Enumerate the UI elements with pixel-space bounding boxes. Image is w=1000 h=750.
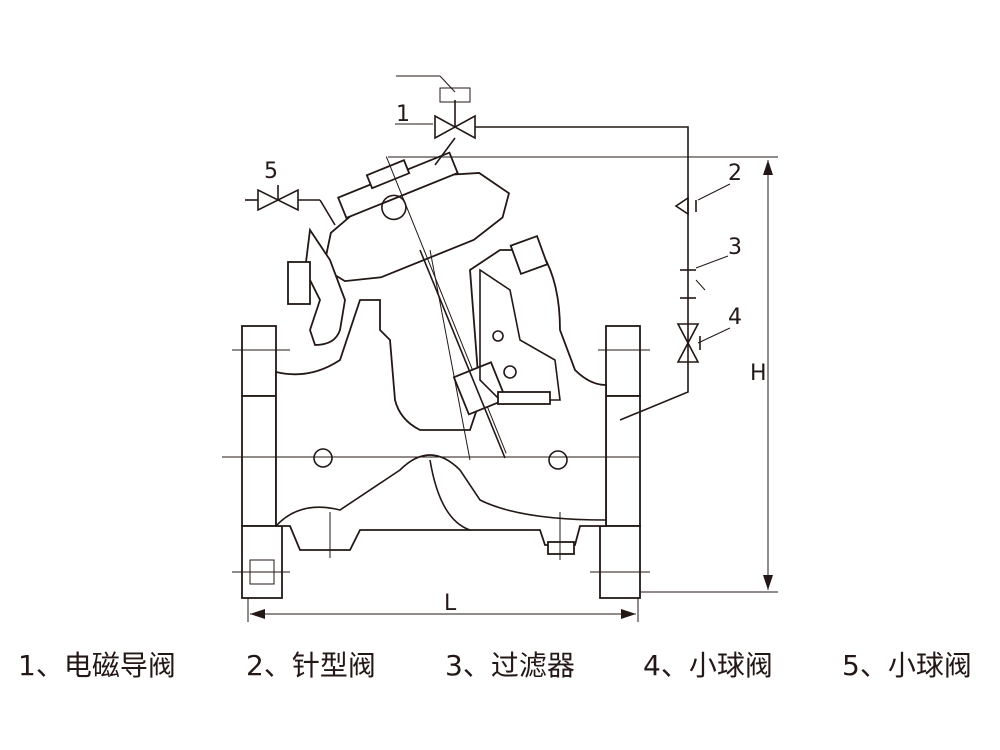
length-dimension [247,598,639,622]
drain-plug [547,541,575,555]
needle-valve-icon [674,183,731,216]
legend-label: 小球阀 [887,649,972,682]
ball-valve-5-icon [245,185,336,226]
port-left [313,448,333,468]
callout-4: 4 [728,305,742,330]
legend-item-3: 3、过滤器 [445,644,575,684]
pilot-line [475,126,689,421]
callout-3: 3 [728,235,742,260]
legend-label: 电磁导阀 [63,649,176,682]
dimension-h: H [750,361,767,386]
pilot-tube-left [304,227,346,346]
legend-label: 过滤器 [490,649,575,682]
legend-item-2: 2、针型阀 [246,644,376,684]
legend-label: 小球阀 [688,649,773,682]
legend-number: 5、 [842,649,888,682]
legend-item-4: 4、小球阀 [643,644,773,684]
legend-number: 3、 [445,649,491,682]
legend-item-1: 1、电磁导阀 [18,644,176,684]
filter-icon [680,255,729,299]
ball-valve-icon [676,323,731,363]
legend-item-5: 5、小球阀 [842,644,972,684]
spring-seat [497,391,551,405]
callout-1: 1 [396,102,410,127]
callout-5: 5 [264,159,278,184]
dimension-l: L [444,591,457,616]
legend-number: 1、 [18,649,64,682]
valve-diagram: 1 2 3 4 5 H L [222,75,778,622]
solenoid-valve-icon [395,75,476,166]
stem-center [429,249,471,461]
legend-number: 4、 [643,649,689,682]
left-flange [241,325,283,599]
legend-label: 针型阀 [291,649,376,682]
callout-2: 2 [728,161,742,186]
legend-number: 2、 [246,649,292,682]
diaphragm-housing [322,151,511,454]
inner-chamber [479,268,561,401]
disc-guide [429,459,471,531]
height-dimension [640,160,778,593]
fitting [287,261,311,305]
port-right [548,450,568,470]
stem [419,249,506,459]
